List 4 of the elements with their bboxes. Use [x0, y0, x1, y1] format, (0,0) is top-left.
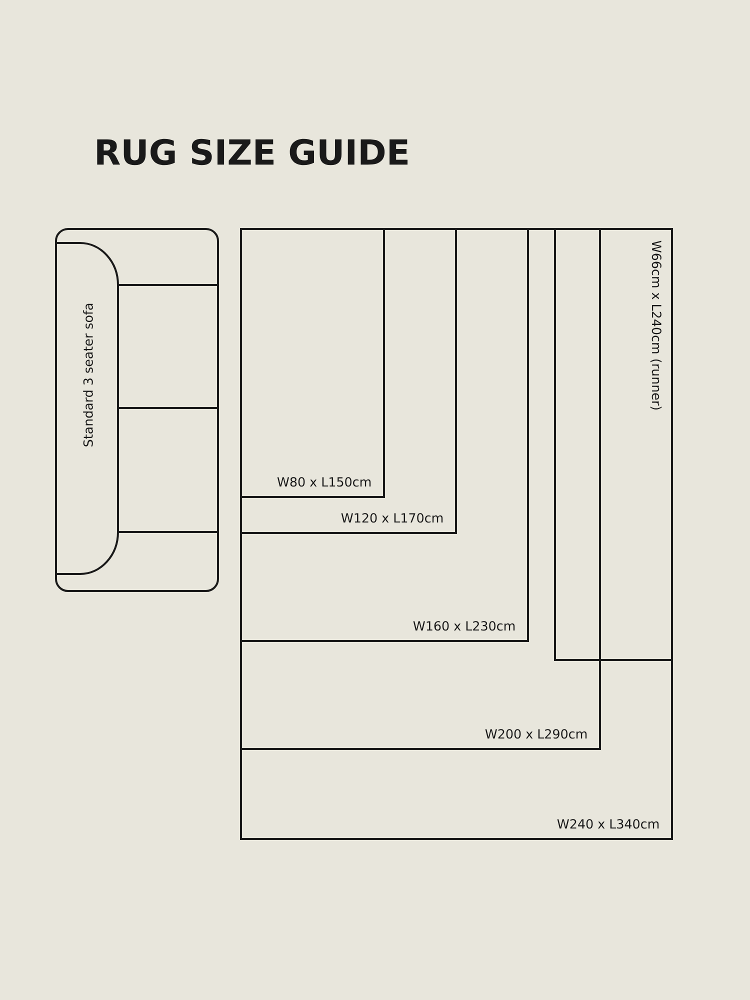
sofa-drawing: Standard 3 seater sofa	[55, 228, 219, 592]
rug-outline: W80 x L150cm	[240, 228, 385, 498]
title: RUG SIZE GUIDE	[97, 138, 408, 166]
runner-outline: W66cm x L240cm (runner)	[554, 228, 673, 661]
